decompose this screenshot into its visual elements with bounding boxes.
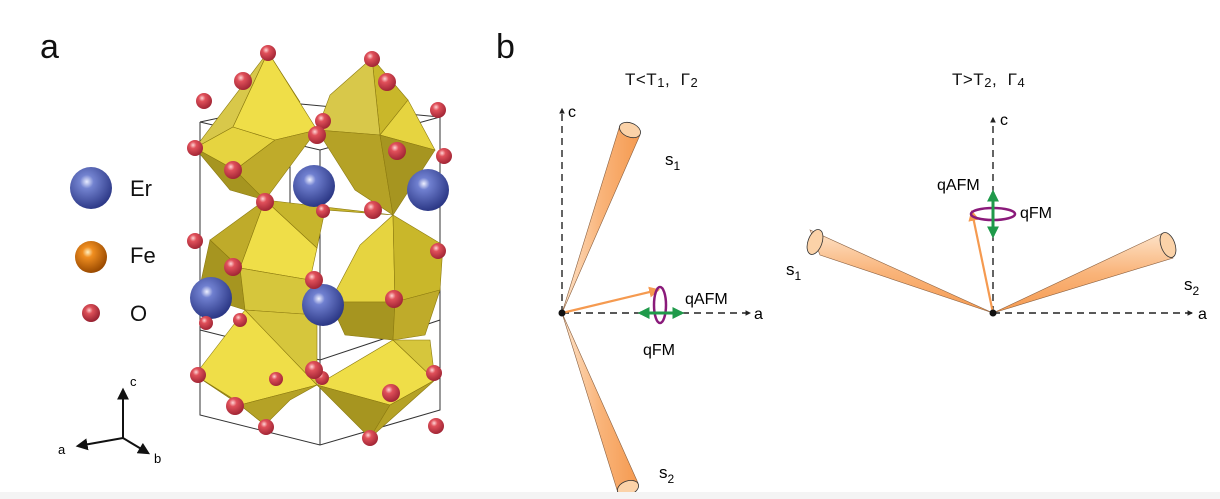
spin-cone-s1 (561, 124, 641, 314)
axis-a-label: a (58, 442, 66, 457)
crystal-structure (187, 45, 452, 446)
title-temp-text: T>T (952, 70, 985, 89)
legend-spheres (70, 167, 112, 322)
a-axis-label: a (1198, 306, 1207, 323)
net-moment-arrow (561, 286, 661, 315)
legend-label-er: Er (130, 176, 152, 201)
title-temp-sub: 2 (984, 75, 992, 90)
spin-cone-s2 (992, 232, 1174, 314)
element-legend (68, 163, 178, 333)
net-moment-arrow (968, 209, 995, 314)
gamma4-phase-title: T>T2, Γ4 (952, 70, 1026, 90)
title-gamma-symbol: Γ (680, 70, 691, 89)
fe-sphere-icon (75, 241, 107, 273)
panel-a-label: a (40, 28, 59, 66)
axis-b-label: b (154, 451, 161, 466)
spin-diagram-gamma4: c a s1 s2 qAFM qFM (786, 112, 1207, 323)
s2-label: s2 (659, 463, 675, 486)
o-sphere-icon (82, 304, 100, 322)
qafm-label: qAFM (937, 177, 980, 194)
qfm-label: qFM (643, 342, 675, 359)
bottom-edge (0, 492, 1220, 499)
s1-label: s1 (665, 150, 681, 173)
title-temp-sub: 1 (657, 75, 665, 90)
title-gamma-sub: 4 (1017, 75, 1026, 90)
er-sphere-icon (70, 167, 112, 209)
qfm-label: qFM (1020, 205, 1052, 222)
o-atoms (187, 45, 452, 446)
spin-cone-s2 (561, 312, 639, 494)
a-axis-label: a (754, 306, 763, 323)
qafm-label: qAFM (685, 291, 728, 308)
s1-label: s1 (786, 260, 802, 283)
er-atoms (190, 165, 449, 326)
legend-label-fe: Fe (130, 243, 156, 268)
title-temp-text: T<T (625, 70, 658, 89)
c-axis-label: c (1000, 112, 1008, 129)
spin-cone-s1 (809, 229, 994, 314)
c-axis-label: c (568, 104, 576, 121)
feo6-octahedra (194, 51, 444, 439)
title-gamma-sub: 2 (690, 75, 699, 90)
s2-label: s2 (1184, 275, 1200, 298)
qfm-ring-icon (652, 285, 668, 325)
crystal-axes-icon: c a b (58, 374, 161, 466)
axis-c-label: c (130, 374, 137, 389)
gamma2-phase-title: T<T1, Γ2 (625, 70, 699, 90)
spin-diagram-gamma2: c a s1 s2 qAFM qFM (558, 104, 763, 496)
panel-b-label: b (496, 28, 515, 66)
legend-label-o: O (130, 301, 148, 326)
title-gamma-symbol: Γ (1007, 70, 1018, 89)
